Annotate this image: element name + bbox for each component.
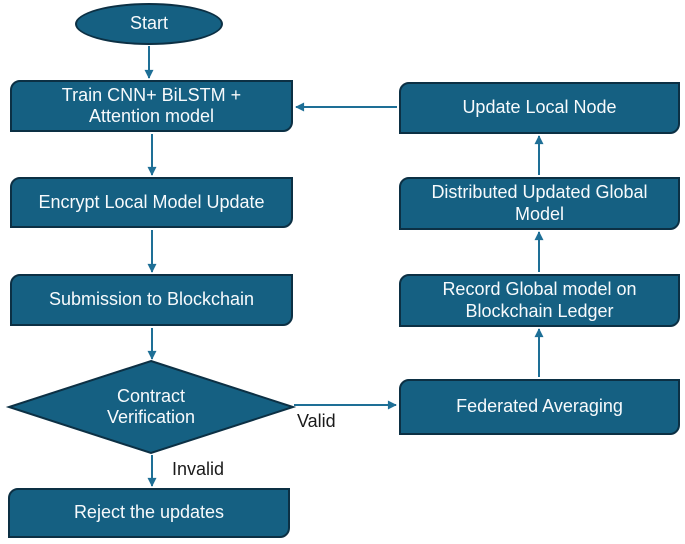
- record-global-model-node: Record Global model on Blockchain Ledger: [399, 274, 680, 327]
- start-node: Start: [75, 3, 223, 45]
- train-model-node: Train CNN+ BiLSTM + Attention model: [10, 80, 293, 132]
- submission-to-blockchain-node: Submission to Blockchain: [10, 274, 293, 326]
- distributed-updated-global-model-node: Distributed Updated Global Model: [399, 177, 680, 230]
- edge-label-invalid: Invalid: [172, 459, 225, 479]
- federated-averaging-node: Federated Averaging: [399, 379, 680, 435]
- encrypt-local-model-update-node: Encrypt Local Model Update: [10, 177, 293, 228]
- update-local-node-node: Update Local Node: [399, 82, 680, 134]
- edge-label-valid: Valid: [297, 411, 336, 431]
- reject-updates-node: Reject the updates: [8, 488, 290, 538]
- contract-verification-diamond: [5, 359, 297, 455]
- contract-verification-label: Contract Verification: [106, 385, 196, 427]
